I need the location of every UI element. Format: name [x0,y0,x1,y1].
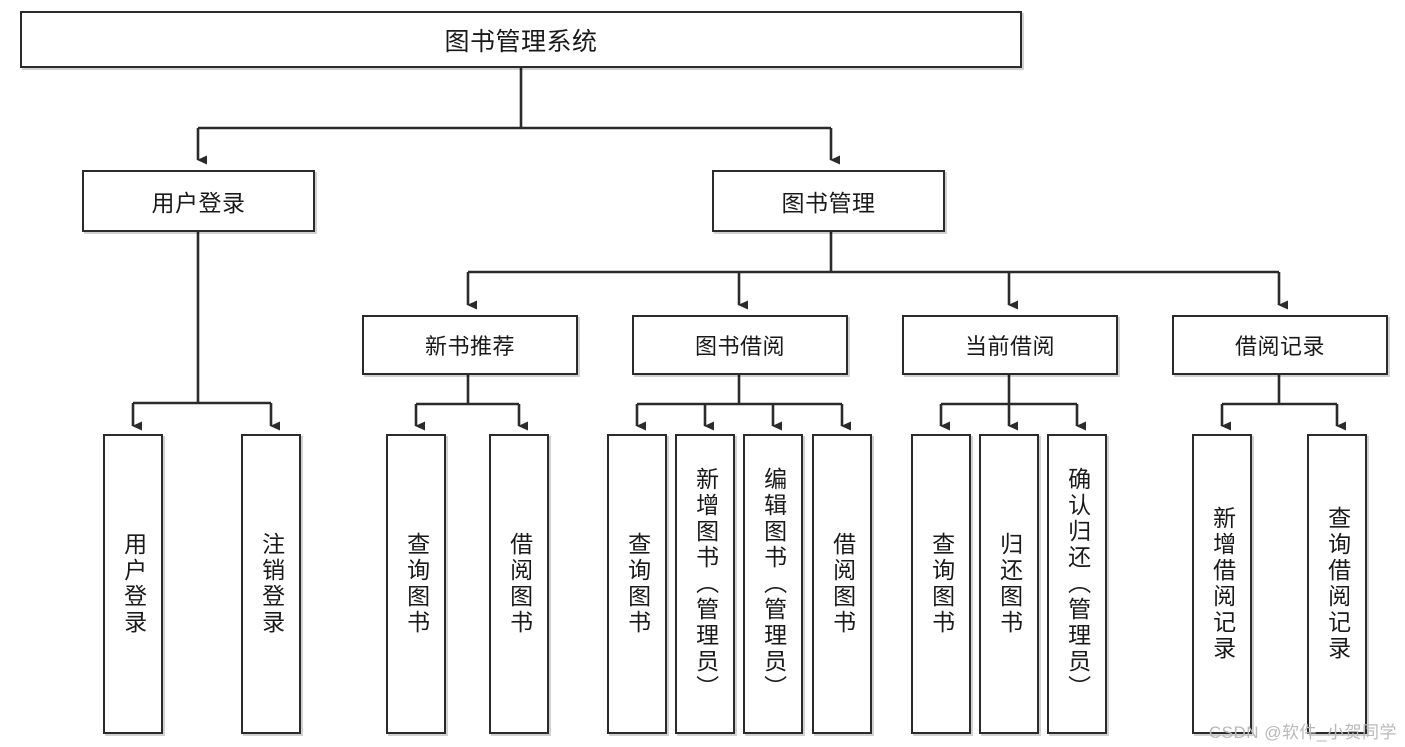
leaf-new-book-query[interactable]: 查询图书 [386,434,446,734]
leaf-label: 借阅图书 [829,532,856,636]
leaf-book-borrow-edit[interactable]: 编辑图书（管理员） [743,434,803,734]
leaf-label: 查询图书 [928,532,955,636]
leaf-label: 归还图书 [996,532,1023,636]
leaf-current-borrow-query[interactable]: 查询图书 [911,434,971,734]
leaf-book-borrow-borrow[interactable]: 借阅图书 [812,434,872,734]
node-current-borrow-label: 当前借阅 [964,334,1055,359]
leaf-label: 借阅图书 [506,532,533,636]
leaf-label: 确认归还（管理员） [1064,467,1091,701]
leaf-borrow-record-query[interactable]: 查询借阅记录 [1307,434,1367,734]
leaf-label: 新增图书（管理员） [692,467,719,701]
node-user-login-label: 用户登录 [151,190,246,216]
leaf-book-borrow-add[interactable]: 新增图书（管理员） [675,434,735,734]
leaf-user-login-login[interactable]: 用户登录 [103,434,163,734]
leaf-book-borrow-query[interactable]: 查询图书 [607,434,667,734]
node-new-book-recommend[interactable]: 新书推荐 [362,315,578,375]
leaf-label: 用户登录 [120,532,147,636]
node-borrow-record[interactable]: 借阅记录 [1172,315,1388,375]
leaf-current-borrow-return[interactable]: 归还图书 [979,434,1039,734]
leaf-new-book-borrow[interactable]: 借阅图书 [489,434,549,734]
leaf-label: 新增借阅记录 [1209,506,1236,662]
leaf-label: 查询图书 [403,532,430,636]
node-book-borrow-label: 图书借阅 [694,334,785,359]
node-book-management[interactable]: 图书管理 [712,170,945,232]
leaf-label: 查询借阅记录 [1324,506,1351,662]
node-book-borrow[interactable]: 图书借阅 [632,315,848,375]
node-current-borrow[interactable]: 当前借阅 [902,315,1118,375]
leaf-label: 编辑图书（管理员） [760,467,787,701]
node-root-system[interactable]: 图书管理系统 [20,11,1022,68]
node-borrow-record-label: 借阅记录 [1234,334,1325,359]
leaf-label: 查询图书 [624,532,651,636]
node-book-management-label: 图书管理 [781,190,876,216]
leaf-borrow-record-add[interactable]: 新增借阅记录 [1192,434,1252,734]
watermark-text: CSDN @软件_小贺同学 [1208,723,1397,742]
node-new-book-recommend-label: 新书推荐 [424,334,515,359]
node-user-login[interactable]: 用户登录 [82,170,315,232]
leaf-label: 注销登录 [258,532,285,636]
leaf-user-login-logout[interactable]: 注销登录 [241,434,301,734]
node-root-label: 图书管理系统 [444,27,598,56]
leaf-current-borrow-confirm-return[interactable]: 确认归还（管理员） [1047,434,1107,734]
